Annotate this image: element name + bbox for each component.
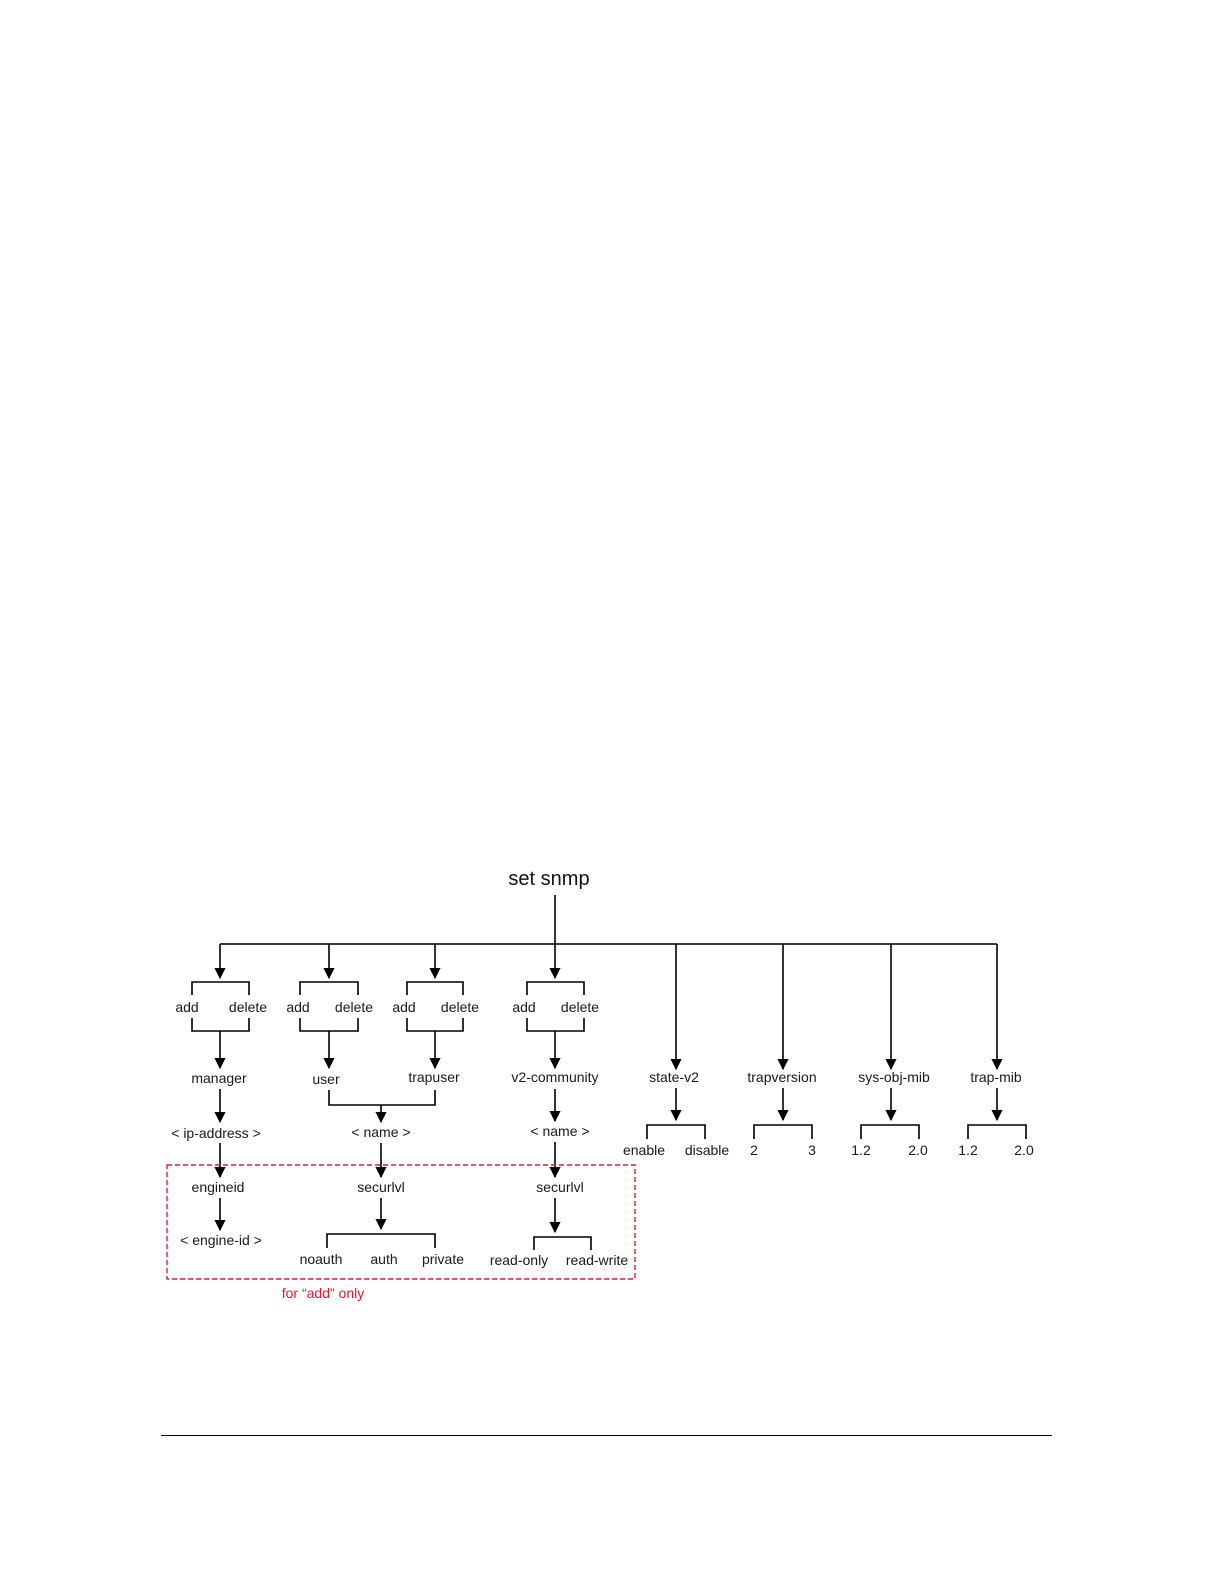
keyword-trapversion: trapversion: [747, 1069, 816, 1085]
keyword-community-securlvl: securlvl: [536, 1179, 583, 1195]
param-engine-id: < engine-id >: [180, 1232, 262, 1248]
sys-obj-mib-options-bracket: [861, 1125, 919, 1139]
option-add: add: [286, 999, 309, 1015]
option-version-2: 2: [750, 1142, 758, 1158]
trap-mib-options-bracket: [968, 1125, 1026, 1139]
option-auth: auth: [370, 1251, 397, 1267]
param-community-name: < name >: [530, 1123, 589, 1139]
option-disable: disable: [685, 1142, 730, 1158]
add-delete-group-community: add delete: [512, 982, 599, 1068]
keyword-manager: manager: [191, 1070, 247, 1086]
option-2-0: 2.0: [908, 1142, 928, 1158]
state-v2-options-bracket: [647, 1125, 705, 1139]
option-delete: delete: [441, 999, 479, 1015]
option-add: add: [392, 999, 415, 1015]
user-trapuser-merge: [329, 1090, 435, 1105]
user-securlvl-options-bracket: [327, 1234, 435, 1248]
option-2-0: 2.0: [1014, 1142, 1034, 1158]
option-read-only: read-only: [490, 1252, 548, 1268]
option-private: private: [422, 1251, 464, 1267]
option-noauth: noauth: [300, 1251, 343, 1267]
param-ip-address: < ip-address >: [171, 1125, 261, 1141]
footer-rule: [161, 1435, 1052, 1436]
keyword-engineid: engineid: [192, 1179, 245, 1195]
option-enable: enable: [623, 1142, 665, 1158]
option-add: add: [175, 999, 198, 1015]
keyword-user-securlvl: securlvl: [357, 1179, 404, 1195]
option-1-2: 1.2: [958, 1142, 978, 1158]
option-1-2: 1.2: [851, 1142, 871, 1158]
keyword-user: user: [312, 1071, 340, 1087]
option-read-write: read-write: [566, 1252, 628, 1268]
add-delete-group-manager: add delete: [175, 982, 267, 1068]
trapversion-options-bracket: [754, 1125, 812, 1139]
community-securlvl-options-bracket: [534, 1237, 591, 1250]
add-only-note: for “add” only: [282, 1285, 364, 1301]
add-delete-group-trapuser: add delete: [392, 982, 479, 1068]
option-delete: delete: [229, 999, 267, 1015]
keyword-trapuser: trapuser: [408, 1069, 460, 1085]
option-delete: delete: [335, 999, 373, 1015]
root-command: set snmp: [508, 868, 589, 890]
param-user-name: < name >: [351, 1124, 410, 1140]
keyword-sys-obj-mib: sys-obj-mib: [858, 1069, 930, 1085]
option-add: add: [512, 999, 535, 1015]
add-delete-group-user: add delete: [286, 982, 373, 1068]
keyword-v2-community: v2-community: [511, 1069, 598, 1085]
option-version-3: 3: [808, 1142, 816, 1158]
option-delete: delete: [561, 999, 599, 1015]
keyword-state-v2: state-v2: [649, 1069, 699, 1085]
keyword-trap-mib: trap-mib: [970, 1069, 1022, 1085]
